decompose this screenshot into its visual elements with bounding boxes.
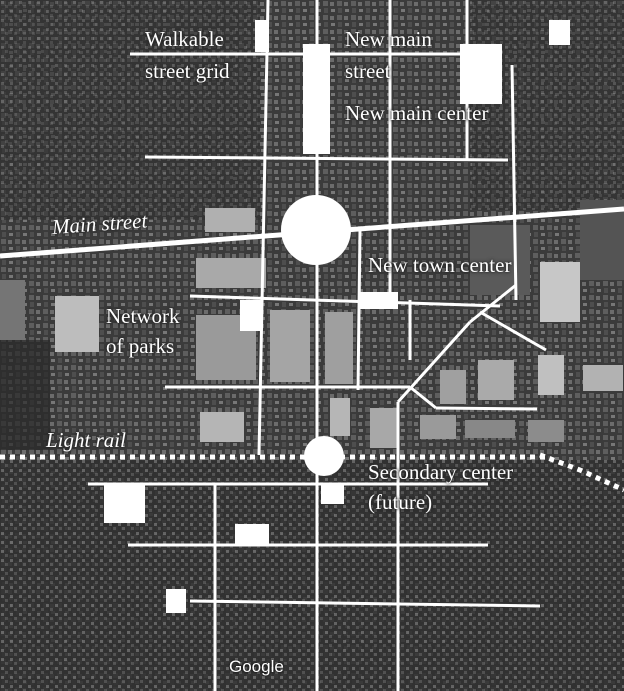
new-main-street-label-2: street [345, 59, 391, 83]
light-rail-line [0, 452, 624, 493]
main-center-circle [281, 195, 351, 265]
new-main-street-marker [303, 44, 330, 154]
secondary-center-label-1: Secondary center [368, 460, 514, 484]
new-main-center-label: New main center [345, 101, 489, 125]
light-rail-label: Light rail [46, 428, 126, 452]
walkable-label-2: street grid [145, 59, 230, 83]
secondary-center-label-2: (future) [368, 490, 433, 514]
park-blocks [104, 20, 570, 613]
parks-label-1: Network [106, 304, 180, 328]
secondary-center-circle [304, 436, 344, 476]
google-attribution: Google [229, 657, 284, 676]
new-main-street-label-1: New main [345, 27, 432, 51]
parks-label-2: of parks [106, 334, 175, 358]
walkable-label-1: Walkable [145, 27, 224, 51]
new-town-center-label: New town center [368, 253, 512, 277]
